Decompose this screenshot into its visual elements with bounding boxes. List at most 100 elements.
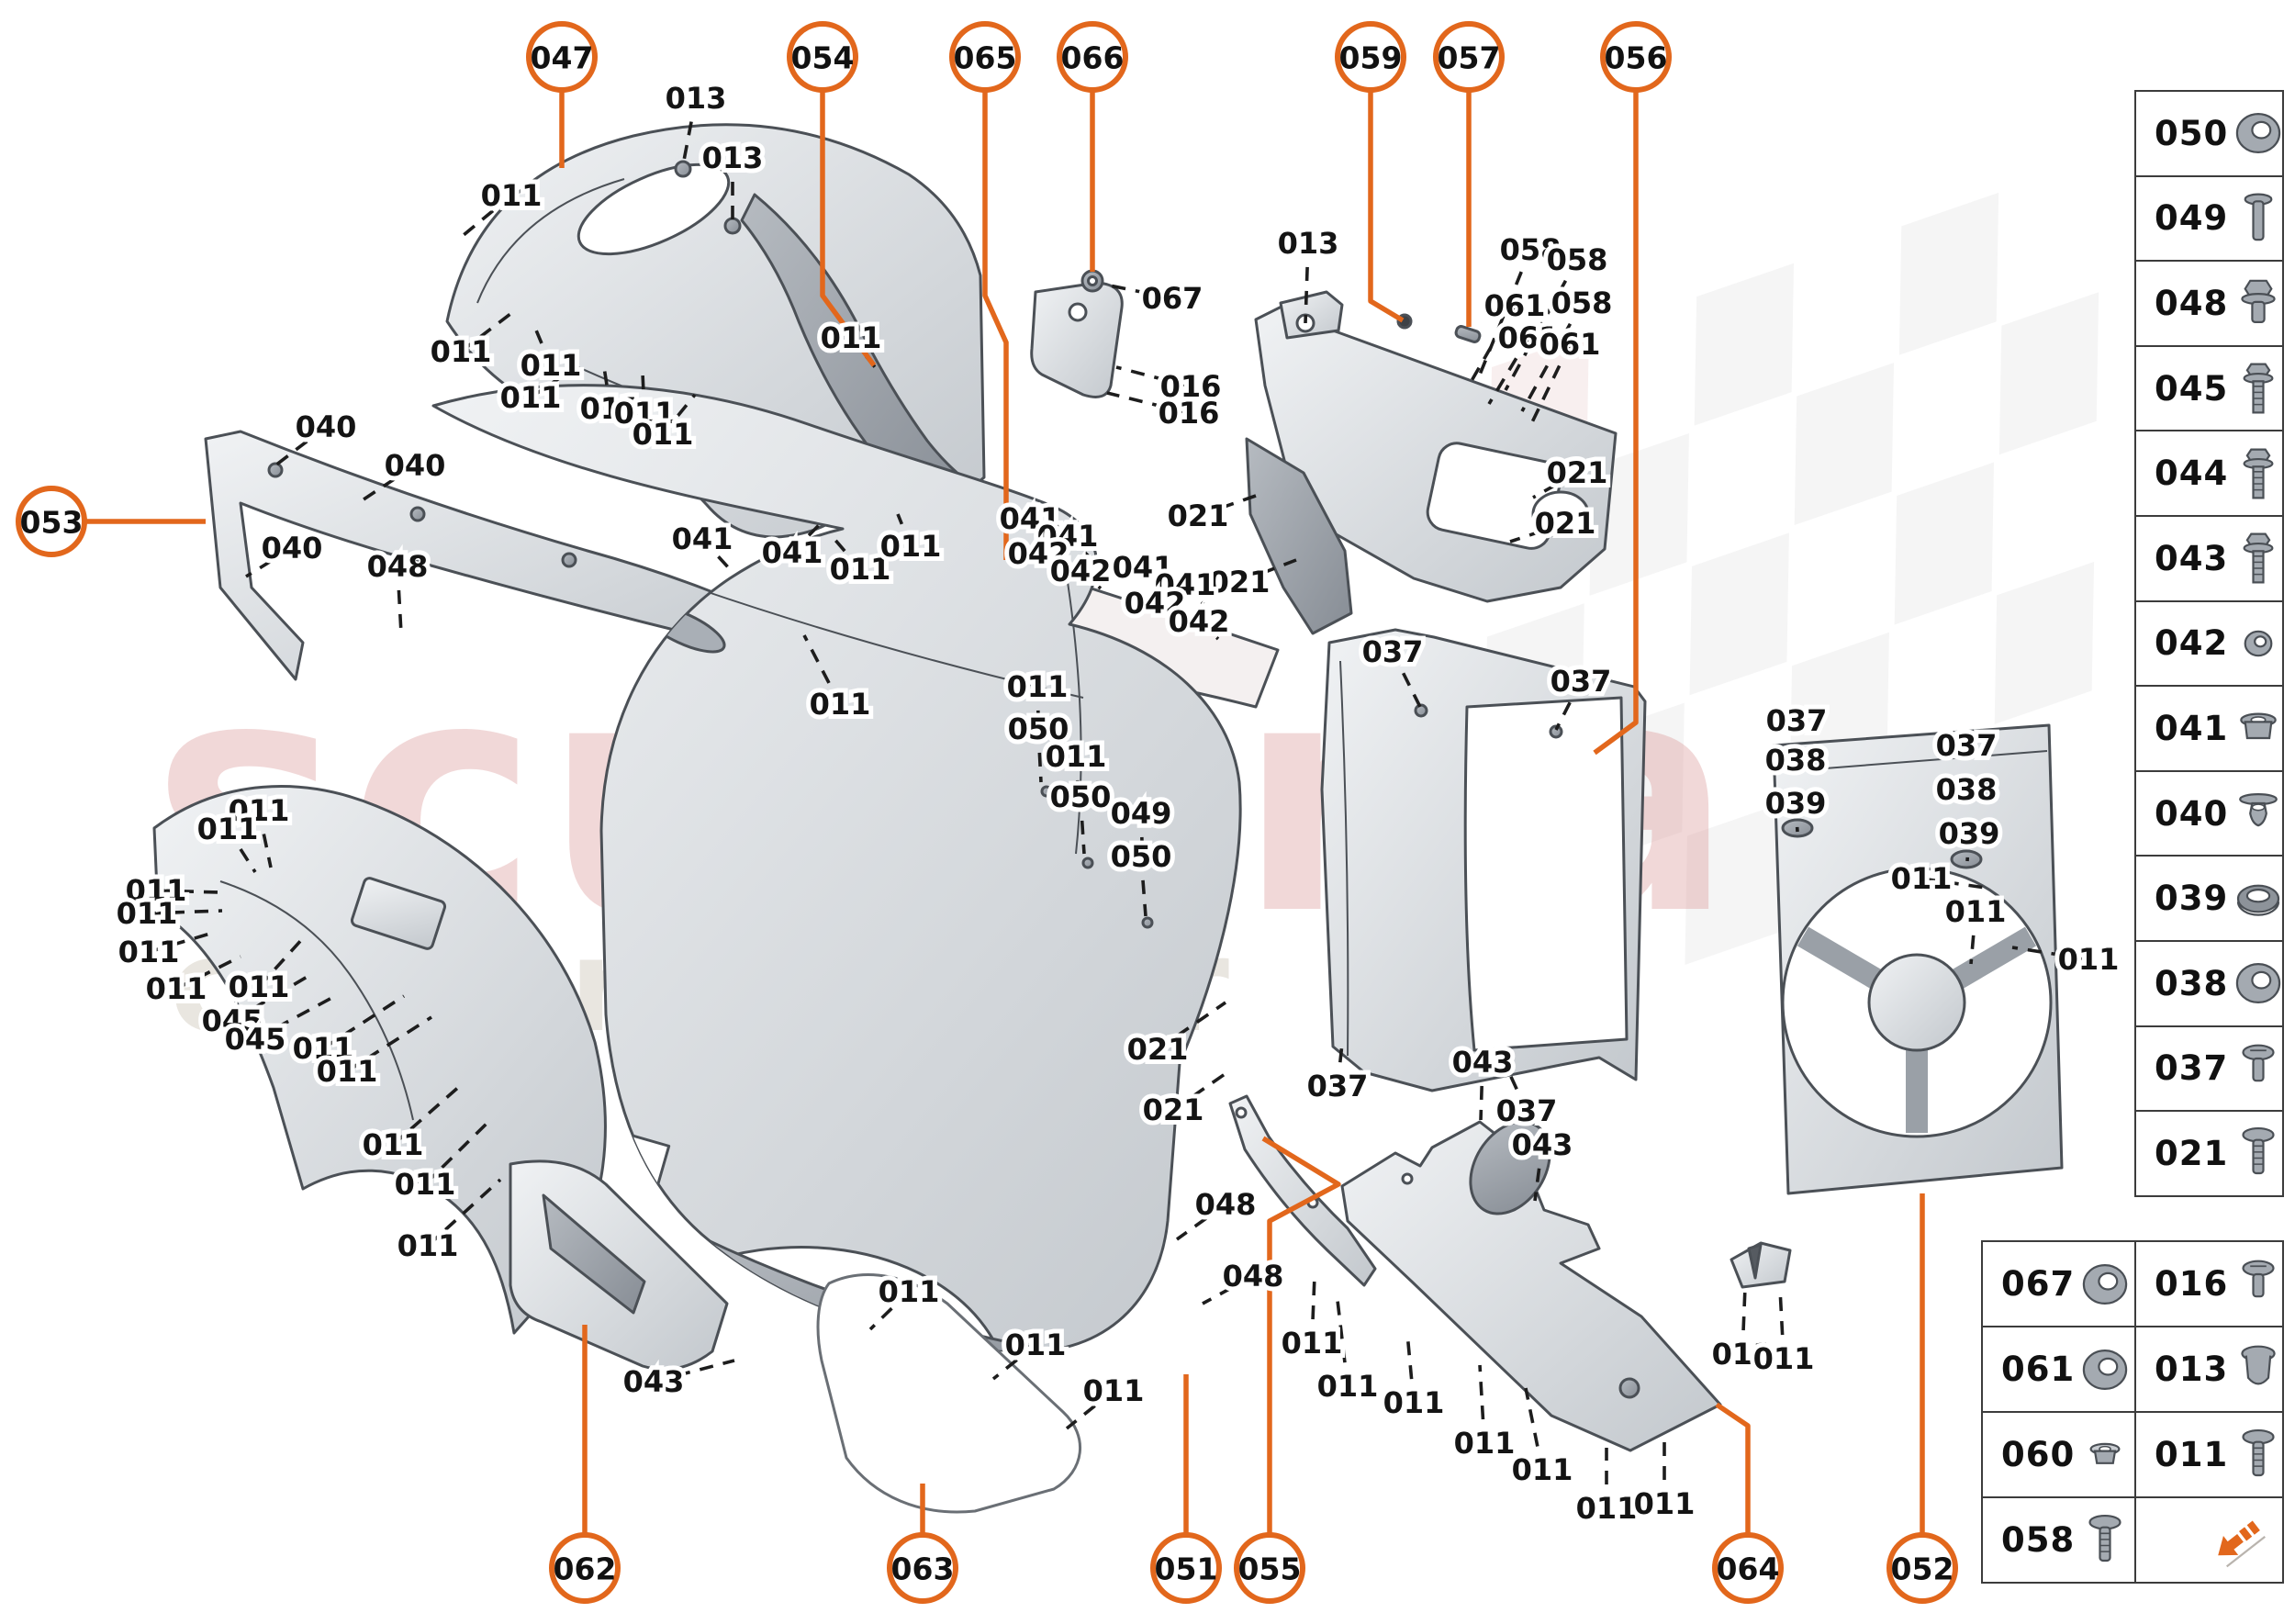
callout-053[interactable]: 053: [16, 486, 87, 557]
part-066-access-panel[interactable]: [1030, 281, 1124, 398]
callout-064[interactable]: 064: [1712, 1532, 1784, 1604]
part-number-label: 041: [1155, 567, 1216, 602]
part-number-label: 011: [293, 1031, 354, 1066]
legend-row-038[interactable]: 038: [2134, 939, 2284, 1027]
callout-063[interactable]: 063: [887, 1532, 958, 1604]
part-number-label: 011: [1007, 669, 1069, 704]
leader-line: [270, 425, 328, 470]
part-056-air-duct[interactable]: [1320, 628, 1647, 1092]
part-047-wheelhouse-cover[interactable]: [445, 123, 986, 539]
callout-062[interactable]: 062: [549, 1532, 621, 1604]
leader-line: [802, 634, 842, 705]
leader-line: [1066, 534, 1091, 558]
callout-065[interactable]: 065: [949, 21, 1021, 93]
part-059-quarter-bracket[interactable]: [1245, 290, 1618, 635]
clip-icon: [2239, 793, 2278, 827]
part-055-bracket-strip[interactable]: [1228, 1094, 1377, 1287]
callout-line-064: [1715, 1402, 1751, 1534]
callout-057[interactable]: 057: [1433, 21, 1505, 93]
part-number-label: 067: [1142, 281, 1203, 316]
part-number-label: 061: [1498, 320, 1560, 355]
washer-sm-cell: [2228, 608, 2289, 679]
legend-row-050[interactable]: 050: [2134, 90, 2284, 177]
legend-row-061[interactable]: 061: [1981, 1326, 2136, 1413]
leader-line: [1920, 877, 1993, 890]
part-number-label: 039: [1939, 816, 2000, 851]
legend-row-044[interactable]: 044: [2134, 430, 2284, 517]
leader-line: [1074, 756, 1081, 812]
part-number-label: 037: [1307, 1069, 1369, 1103]
legend-row-043[interactable]: 043: [2134, 514, 2284, 602]
callout-051[interactable]: 051: [1150, 1532, 1222, 1604]
legend-row-060[interactable]: 060: [1981, 1411, 2136, 1498]
part-number-label: 058: [1547, 242, 1608, 277]
leader-line: [2011, 946, 2089, 961]
legend-row-040[interactable]: 040: [2134, 769, 2284, 857]
part-wedge-bracket[interactable]: [1730, 1241, 1792, 1289]
screw-long-icon: [2088, 1514, 2121, 1562]
part-number-label: 011: [146, 971, 207, 1006]
part-number-label: 011: [500, 380, 562, 415]
part-064-underbody-panel[interactable]: [1340, 1107, 1722, 1452]
leader-line: [896, 513, 912, 547]
part-062-wheelhouse-liner[interactable]: [152, 785, 729, 1372]
part-number-label: 040: [262, 531, 323, 566]
part-052-fan-shroud[interactable]: [1772, 723, 2064, 1195]
leader-line: [1028, 518, 1048, 544]
part-number-label: 011: [126, 873, 187, 908]
legend-row-042[interactable]: 042: [2134, 599, 2284, 688]
part-number-label: 039: [1765, 786, 1827, 821]
nut-sm-cell: [2075, 1419, 2135, 1491]
part-number-label: 011: [229, 793, 290, 828]
svg-text:056: 056: [1605, 40, 1668, 76]
part-067-washer[interactable]: [1080, 269, 1104, 293]
legend-row-067[interactable]: 067: [1981, 1240, 2136, 1327]
leader-line: [423, 1120, 490, 1186]
leader-line: [254, 994, 336, 1041]
grommet-icon: [2237, 884, 2280, 916]
logo-arrow-icon: [2218, 1520, 2266, 1567]
legend-row-049[interactable]: 049: [2134, 174, 2284, 263]
legend-row-016[interactable]: 016: [2134, 1240, 2284, 1327]
leader-line: [257, 936, 305, 989]
legend-row-037[interactable]: 037: [2134, 1025, 2284, 1113]
legend-part-number: 043: [2155, 538, 2229, 578]
callout-047[interactable]: 047: [526, 21, 598, 93]
leader-line: [1036, 728, 1043, 783]
part-number-label: 011: [1282, 1326, 1343, 1361]
legend-row-041[interactable]: 041: [2134, 685, 2284, 772]
callout-059[interactable]: 059: [1335, 21, 1406, 93]
legend-part-number: 037: [2155, 1048, 2229, 1089]
legend-row-058[interactable]: 058: [1981, 1496, 2136, 1584]
part-number-label: 021: [1547, 455, 1608, 490]
legend-logo-cell[interactable]: [2134, 1496, 2284, 1584]
legend-row-039[interactable]: 039: [2134, 855, 2284, 942]
callout-line-056: [1593, 90, 1639, 756]
part-063-side-window-panel[interactable]: [816, 1273, 1082, 1514]
legend-row-045[interactable]: 045: [2134, 344, 2284, 432]
part-number-label: 011: [1317, 1369, 1379, 1404]
callout-055[interactable]: 055: [1234, 1532, 1305, 1604]
screw-cell: [2228, 1249, 2289, 1320]
callout-054[interactable]: 054: [787, 21, 858, 93]
legend-row-013[interactable]: 013: [2134, 1326, 2284, 1413]
leader-line: [868, 1290, 911, 1331]
part-number-label: 011: [397, 1228, 459, 1263]
leader-line: [1520, 302, 1584, 412]
callout-066[interactable]: 066: [1057, 21, 1128, 93]
legend-row-048[interactable]: 048: [2134, 260, 2284, 347]
leader-line: [155, 889, 219, 894]
legend-row-011[interactable]: 011: [2134, 1411, 2284, 1498]
screw-icon: [2242, 1044, 2275, 1082]
part-number-label: 058: [1551, 286, 1613, 320]
leader-line: [661, 393, 697, 436]
grommet-cell: [2228, 863, 2289, 935]
part-057-l-duct[interactable]: [1245, 437, 1353, 635]
leader-line: [1079, 796, 1086, 855]
legend-row-021[interactable]: 021: [2134, 1110, 2284, 1197]
callout-line-065: [982, 90, 1009, 560]
callout-052[interactable]: 052: [1886, 1532, 1958, 1604]
callout-line-059: [1368, 90, 1405, 323]
part-number-label: 016: [1160, 369, 1222, 404]
callout-056[interactable]: 056: [1600, 21, 1672, 93]
